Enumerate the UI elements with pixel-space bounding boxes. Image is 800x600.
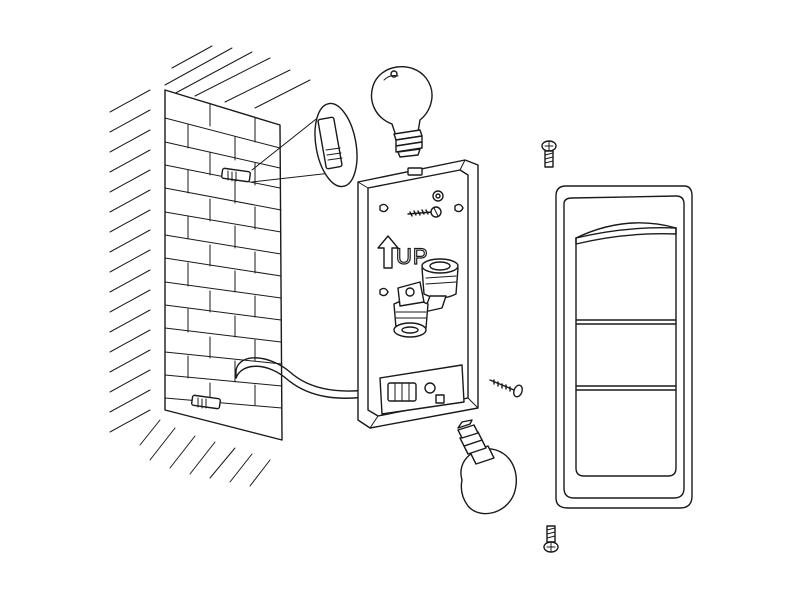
terminal-block — [387, 382, 445, 404]
bulb-lower — [457, 419, 517, 515]
brick-wall — [109, 45, 311, 487]
wall-hatch-lower — [139, 419, 271, 487]
cover-screw-top — [541, 140, 557, 168]
wall-plug-lower — [190, 394, 222, 410]
wall-hatch-upper — [109, 45, 311, 433]
brick-pattern — [164, 103, 283, 409]
mains-cable — [235, 357, 381, 399]
cover-screw-bottom — [543, 525, 559, 553]
front-cover-panel — [555, 185, 693, 509]
bulb-upper — [370, 65, 433, 158]
wall-face — [164, 89, 283, 441]
lamp-holder-lower — [393, 281, 429, 338]
wall-plug-upper — [220, 167, 252, 183]
up-orientation-label: UP — [377, 235, 428, 270]
wall-screw-lower — [489, 379, 523, 398]
wall-screw-upper — [407, 206, 442, 218]
plug-detail-callout — [251, 102, 358, 188]
